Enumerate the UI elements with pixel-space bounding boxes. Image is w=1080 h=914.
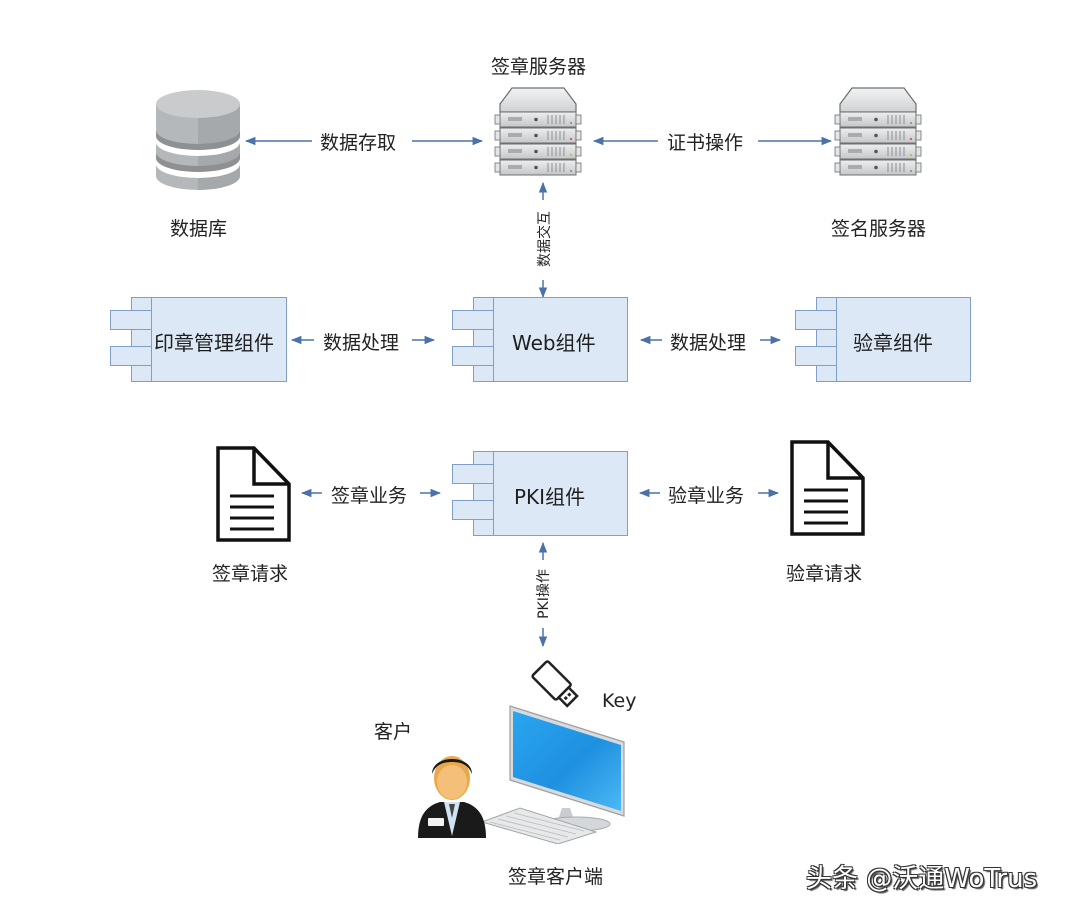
- verify-business-label: 验章业务: [668, 485, 745, 507]
- component-port: [452, 346, 494, 366]
- web-component[interactable]: Web组件: [452, 297, 628, 382]
- pki-component-label: PKI组件: [514, 485, 586, 509]
- component-port: [110, 346, 152, 366]
- data-proc-right-label: 数据处理: [670, 332, 747, 354]
- component-body: [493, 451, 628, 536]
- database-label: 数据库: [170, 218, 228, 240]
- key-label: Key: [602, 690, 637, 712]
- verify-component[interactable]: 验章组件: [795, 297, 971, 382]
- sign-server-icon: [494, 86, 582, 186]
- component-port: [452, 464, 494, 484]
- cert-ops-label: 证书操作: [667, 132, 744, 154]
- user-icon: [418, 756, 486, 838]
- component-port: [452, 500, 494, 520]
- verify-component-label: 验章组件: [853, 331, 933, 355]
- sign-request-label: 签章请求: [212, 563, 289, 585]
- usb-key-icon: [531, 660, 579, 708]
- component-body: [151, 297, 287, 382]
- signature-server-icon: [834, 86, 922, 186]
- component-body: [836, 297, 971, 382]
- verify-request-label: 验章请求: [786, 563, 863, 585]
- component-port: [452, 310, 494, 330]
- sign-request-document-icon: [216, 446, 291, 542]
- sign-client-label: 签章客户端: [508, 866, 604, 888]
- db-access-label: 数据存取: [320, 132, 397, 154]
- pki-component[interactable]: PKI组件: [452, 451, 628, 536]
- watermark: 头条 @沃通WoTrus: [806, 864, 1038, 894]
- data-exchange-label: 数据交互: [537, 211, 553, 267]
- sign-business-label: 签章业务: [331, 485, 408, 507]
- web-component-label: Web组件: [512, 331, 596, 355]
- verify-request-document-icon: [790, 440, 865, 536]
- data-proc-left-label: 数据处理: [323, 332, 400, 354]
- signature-server-label: 签名服务器: [831, 218, 927, 240]
- component-port: [110, 310, 152, 330]
- customer-label: 客户: [374, 721, 413, 743]
- seal-mgmt-component[interactable]: 印章管理组件: [110, 297, 287, 382]
- seal-mgmt-component-label: 印章管理组件: [154, 331, 274, 355]
- computer-icon: [480, 705, 625, 844]
- component-port: [795, 346, 837, 366]
- database-icon: [156, 90, 240, 190]
- component-port: [795, 310, 837, 330]
- component-body: [493, 297, 628, 382]
- pki-ops-label: PKI操作: [536, 569, 552, 619]
- sign-server-label: 签章服务器: [491, 56, 587, 78]
